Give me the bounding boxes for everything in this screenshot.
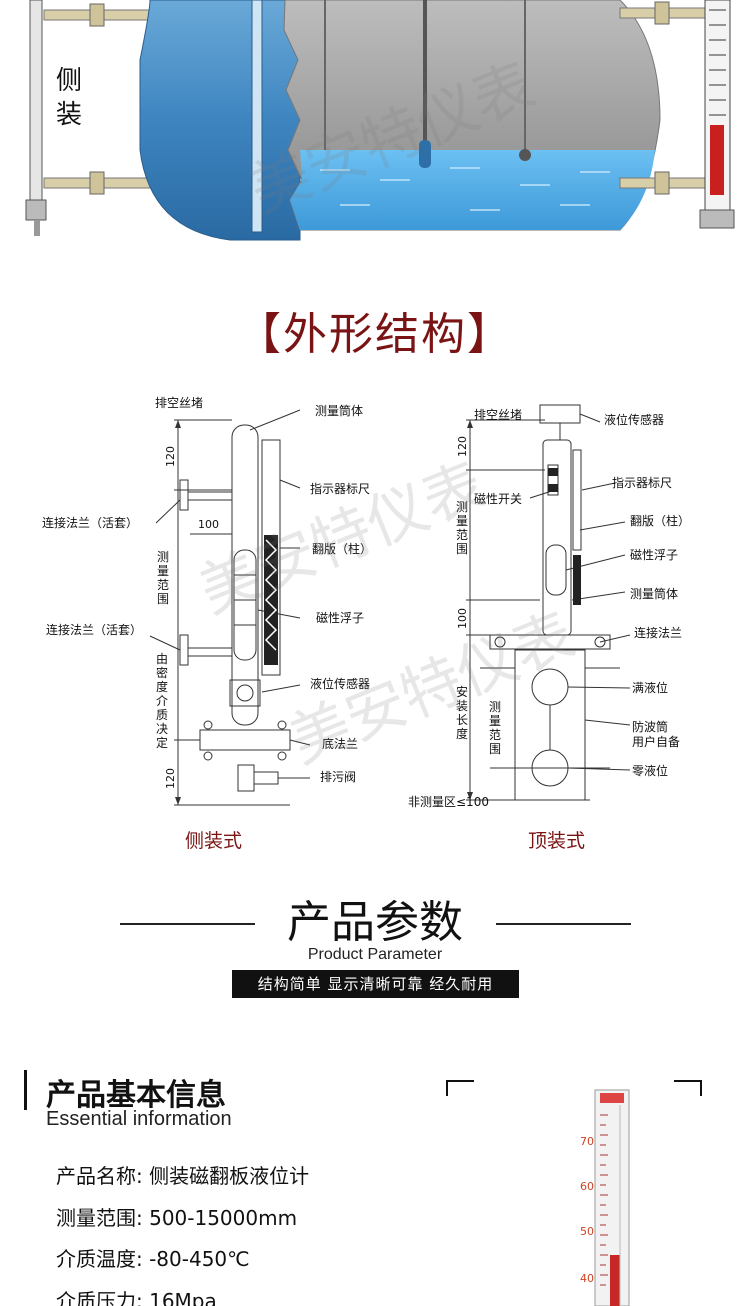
top-mount-caption: 顶装式 [528, 830, 586, 852]
structure-title: 【外形结构】 [237, 309, 513, 360]
info-subtitle: Essential information [46, 1108, 232, 1130]
top-range-label: 测量范围 [455, 500, 468, 556]
side-vent-plug-label: 排空丝堵 [155, 396, 204, 410]
top-dim-mid: 100 [456, 608, 469, 629]
side-dim-top: 120 [164, 446, 177, 467]
gauge-tick-70: 70 [580, 1135, 594, 1148]
slogan-banner: 结构简单 显示清晰可靠 经久耐用 [232, 970, 519, 998]
side-measure-tube-label: 测量筒体 [315, 404, 364, 418]
frame-corner-tr [674, 1080, 702, 1096]
gauge-product-image: 70 60 50 40 [540, 1085, 650, 1306]
spec-medium-pressure: 介质压力: 16Mpa [56, 1289, 217, 1306]
side-flange-top-label: 连接法兰（活套） [42, 516, 139, 530]
top-dim-top: 120 [456, 436, 469, 457]
structure-diagrams: 排空丝堵 测量筒体 指示器标尺 连接法兰（活套） 翻版（柱） 磁性浮子 连接法兰… [0, 380, 750, 860]
top-zero-level-label: 零液位 [632, 764, 669, 778]
side-sensor-label: 液位传感器 [310, 677, 371, 691]
info-accent-bar [24, 1070, 27, 1110]
top-measure-tube-label: 测量筒体 [630, 587, 679, 601]
top-flange-label: 连接法兰 [634, 626, 683, 640]
side-dim-bottom: 120 [164, 768, 177, 789]
frame-corner-tl [446, 1080, 474, 1096]
param-divider-right [496, 923, 631, 925]
top-vent-plug-label: 排空丝堵 [474, 408, 523, 422]
side-bottom-flange-label: 底法兰 [322, 737, 359, 751]
spec-medium-temp: 介质温度: -80-450℃ [56, 1247, 250, 1271]
top-user-supplied-label: 用户自备 [632, 735, 681, 749]
gauge-svg: 70 60 50 40 [580, 1089, 630, 1306]
param-divider-left [120, 923, 255, 925]
side-flap-label: 翻版（柱） [312, 542, 373, 556]
top-sensor-label: 液位传感器 [604, 413, 665, 427]
side-drain-valve-label: 排污阀 [320, 770, 357, 784]
side-mount-caption: 侧装式 [185, 830, 243, 852]
top-wave-tube-label: 防波筒 [632, 720, 669, 734]
side-float-label: 磁性浮子 [316, 611, 365, 625]
diagram-drawing [149, 404, 631, 806]
side-dim-width: 100 [198, 518, 219, 531]
top-install-label: 安装长度 [455, 685, 468, 741]
top-range2-label: 测量范围 [488, 700, 501, 756]
gauge-tick-50: 50 [580, 1225, 594, 1238]
top-full-level-label: 满液位 [632, 681, 669, 695]
spec-measure-range: 测量范围: 500-15000mm [56, 1206, 298, 1230]
tank-svg [25, 0, 735, 241]
side-density-label: 由密度介质决定 [155, 652, 168, 750]
side-mount-label: 侧装 [55, 66, 82, 130]
top-flap-label: 翻版（柱） [630, 514, 691, 528]
info-title: 产品基本信息 [46, 1078, 226, 1113]
param-title: 产品参数 [287, 897, 463, 948]
spec-product-name: 产品名称: 侧装磁翻板液位计 [56, 1164, 310, 1188]
top-indicator-scale-label: 指示器标尺 [612, 476, 673, 490]
tank-illustration: 侧装 美安特仪表 [0, 0, 750, 250]
side-indicator-scale-label: 指示器标尺 [310, 482, 371, 496]
top-non-measure-label: 非测量区≤100 [408, 795, 489, 809]
side-flange-bottom-label: 连接法兰（活套） [46, 623, 143, 637]
param-subtitle: Product Parameter [307, 946, 443, 963]
top-float-label: 磁性浮子 [630, 548, 679, 562]
gauge-tick-60: 60 [580, 1180, 594, 1193]
side-range-label: 测量范围 [156, 550, 169, 606]
top-switch-label: 磁性开关 [474, 492, 523, 506]
gauge-tick-40: 40 [580, 1272, 594, 1285]
